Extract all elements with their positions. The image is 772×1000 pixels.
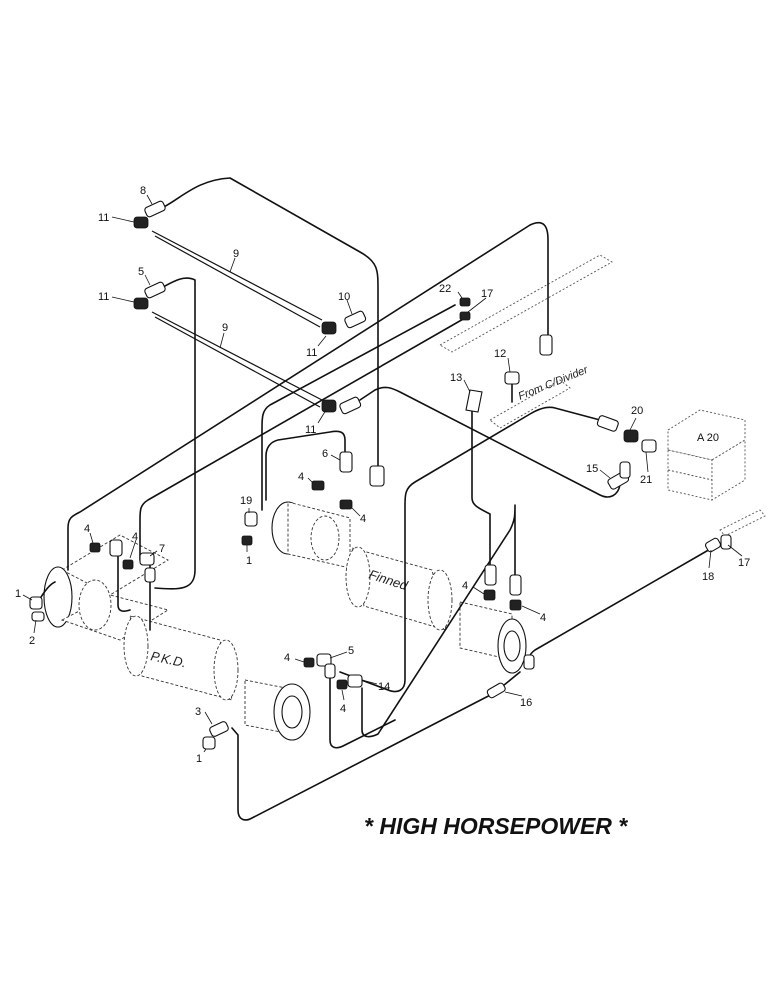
part-label-4: 4 — [284, 652, 290, 664]
part-label-11: 11 — [306, 347, 317, 359]
part-label-7: 7 — [159, 543, 165, 555]
part-label-19: 19 — [240, 495, 252, 507]
part-label-4: 4 — [340, 703, 346, 715]
lift-cylinder-outline — [439, 254, 613, 429]
part-label-4: 4 — [132, 531, 138, 543]
part-label-1: 1 — [196, 753, 202, 765]
part-label-4: 4 — [360, 513, 366, 525]
valve-section-label: A 20 — [697, 432, 719, 444]
part-label-4: 4 — [298, 471, 304, 483]
part-label-3: 3 — [195, 706, 201, 718]
part-label-14: 14 — [378, 681, 390, 693]
part-label-9: 9 — [222, 322, 228, 334]
upper-center-cylinder — [271, 501, 351, 569]
part-label-16: 16 — [520, 697, 532, 709]
tube-part-9-upper — [151, 230, 323, 328]
part-label-17: 17 — [481, 288, 493, 300]
tube-part-9-lower — [151, 311, 323, 408]
part-labels: 8 11 9 5 11 9 10 11 11 22 17 12 13 6 4 4… — [15, 185, 750, 765]
part-label-22: 22 — [439, 283, 451, 295]
finned-cylinder: Finned — [345, 546, 453, 631]
left-rear-cylinder — [43, 534, 170, 641]
control-valve-block: A 20 — [667, 409, 746, 501]
part-label-8: 8 — [140, 185, 146, 197]
part-label-11: 11 — [305, 424, 316, 436]
part-label-13: 13 — [450, 372, 462, 384]
pkd-cylinder: P.K.D. — [123, 615, 239, 701]
part-label-5: 5 — [348, 645, 354, 657]
part-label-5: 5 — [138, 266, 144, 278]
part-label-20: 20 — [631, 405, 643, 417]
part-label-15: 15 — [586, 463, 598, 475]
center-front-cylinder — [244, 679, 311, 741]
part-label-4: 4 — [540, 612, 546, 624]
part-label-11: 11 — [98, 212, 109, 224]
part-label-10: 10 — [338, 291, 350, 303]
part-label-9: 9 — [233, 248, 239, 260]
right-front-cylinder — [459, 601, 527, 674]
diagram-title: * HIGH HORSEPOWER * — [364, 813, 628, 839]
fittings — [29, 200, 732, 750]
part-label-11: 11 — [98, 291, 109, 303]
part-label-1: 1 — [246, 555, 252, 567]
part-label-18: 18 — [702, 571, 714, 583]
part-label-1: 1 — [15, 588, 21, 600]
pkd-cylinder-label: P.K.D. — [149, 648, 187, 670]
part-label-17: 17 — [738, 557, 750, 569]
remote-fitting-outline — [719, 509, 766, 537]
part-label-4: 4 — [462, 580, 468, 592]
part-label-4: 4 — [84, 523, 90, 535]
part-label-6: 6 — [322, 448, 328, 460]
part-label-21: 21 — [640, 474, 652, 486]
leader-lines — [22, 194, 743, 753]
part-label-2: 2 — [29, 635, 35, 647]
part-label-12: 12 — [494, 348, 506, 360]
